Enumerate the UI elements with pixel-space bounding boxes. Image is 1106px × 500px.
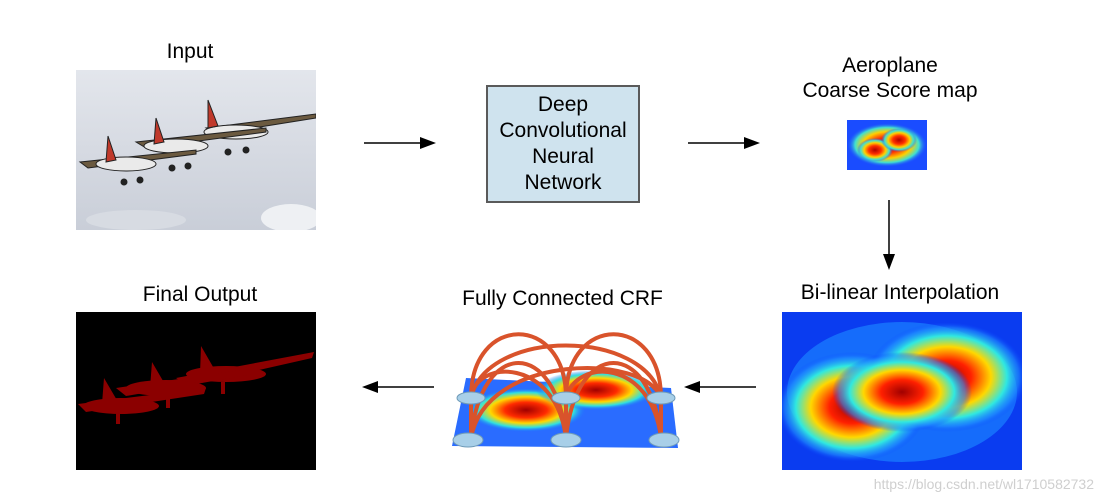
bilinear-label: Bi-linear Interpolation <box>800 281 1000 304</box>
dcnn-line-4: Network <box>524 171 602 194</box>
arrow-crf-to-final <box>362 381 434 393</box>
crf-arcs <box>469 332 663 439</box>
arrow-bilinear-to-crf <box>684 381 756 393</box>
dcnn-box: Deep Convolutional Neural Network <box>486 85 640 203</box>
crf-label: Fully Connected CRF <box>462 287 663 310</box>
coarse-label-line2: Coarse Score map <box>802 79 978 102</box>
plane-3 <box>78 135 197 186</box>
dcnn-line-1: Deep <box>537 93 589 116</box>
input-label: Input <box>166 40 214 63</box>
dcnn-line-2: Convolutional <box>499 119 627 142</box>
bilinear-heatmap <box>782 312 1022 470</box>
arrow-input-to-dcnn <box>364 137 436 149</box>
input-image <box>76 70 316 230</box>
dcnn-line-3: Neural <box>532 145 594 168</box>
aeroplane-mask <box>78 346 314 424</box>
coarse-score-map <box>847 120 927 170</box>
final-label: Final Output <box>142 283 258 306</box>
arrow-dcnn-to-coarse <box>688 137 760 149</box>
plane-2 <box>134 117 267 172</box>
arrow-coarse-to-bilinear <box>883 200 895 270</box>
final-output-image <box>76 312 316 470</box>
watermark: https://blog.csdn.net/wl1710582732 <box>873 476 1094 492</box>
crf-nodes <box>452 391 680 448</box>
coarse-label-line1: Aeroplane <box>842 54 938 77</box>
crf-graph <box>452 332 680 448</box>
